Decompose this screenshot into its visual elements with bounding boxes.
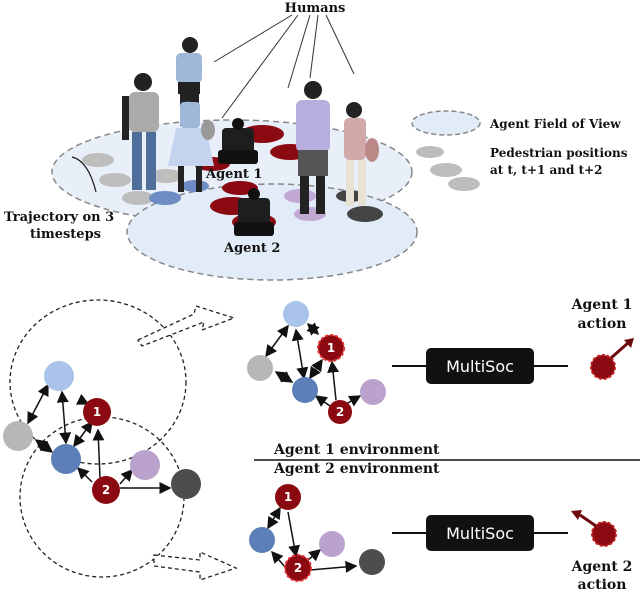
env1-node-gray xyxy=(247,355,273,381)
robot-agent2 xyxy=(234,188,274,236)
env2-node-purple xyxy=(319,531,345,557)
agent2-env-label: Agent 2 environment xyxy=(273,461,440,477)
trajectory-bracket xyxy=(71,156,97,193)
node-agent1 xyxy=(83,398,111,426)
agent1-scene-label: Agent 1 xyxy=(205,167,262,182)
node-blue xyxy=(51,444,81,474)
agent1-graph-fov xyxy=(9,299,187,465)
legend-pedestrian-label-1: Pedestrian positions xyxy=(490,146,628,160)
multisoc-box-top xyxy=(426,348,534,384)
env1-node-agent1 xyxy=(317,334,345,362)
multisoc-top-label: MultiSoc xyxy=(446,357,514,376)
robot-agent1 xyxy=(218,118,258,164)
env2-node-agent2 xyxy=(284,554,312,582)
node-agent2-label: 2 xyxy=(102,483,110,497)
env2-node-agent2-label: 2 xyxy=(294,561,302,575)
env2-node-agent1-label: 1 xyxy=(284,490,292,504)
agent2-scene-label: Agent 2 xyxy=(223,241,280,256)
node-purple xyxy=(130,450,160,480)
agent2-action-label-1: Agent 2 xyxy=(571,559,633,575)
legend-fov-label: Agent Field of View xyxy=(489,117,621,131)
env1-node-light-blue xyxy=(283,301,309,327)
env2-node-blue xyxy=(249,527,275,553)
agent1-action-label-1: Agent 1 xyxy=(571,297,633,313)
node-gray xyxy=(3,421,33,451)
agent2-action-label-2: action xyxy=(578,577,627,591)
env2-node-agent1 xyxy=(275,484,301,510)
human-figure-2 xyxy=(122,73,159,190)
env2-node-dark xyxy=(359,549,385,575)
human-figure-3 xyxy=(168,84,215,192)
multisoc-box-bottom xyxy=(426,515,534,551)
legend-fov-icon xyxy=(411,110,481,136)
agent1-action-label-2: action xyxy=(578,316,627,332)
env1-node-purple xyxy=(360,379,386,405)
node-light-blue xyxy=(44,361,74,391)
legend-pedestrian-label-2: at t, t+1 and t+2 xyxy=(490,163,603,177)
agent1-env-label: Agent 1 environment xyxy=(273,442,440,458)
pedestrian-trajectory-dots xyxy=(82,146,480,205)
agent1-env-graph: 1 2 xyxy=(247,301,386,424)
env1-node-agent2-label: 2 xyxy=(336,405,344,419)
human-figure-4 xyxy=(296,81,330,214)
node-agent1-label: 1 xyxy=(93,405,101,419)
humans-pointer-lines xyxy=(213,14,355,119)
human-figure-5 xyxy=(344,102,379,206)
multisoc-bottom-label: MultiSoc xyxy=(446,524,514,543)
split-arrows xyxy=(137,305,238,581)
env1-node-agent1-label: 1 xyxy=(327,341,335,355)
agent1-action-icon xyxy=(590,338,634,380)
env1-node-agent2 xyxy=(328,400,352,424)
env1-node-blue xyxy=(292,377,318,403)
trajectory-label-2: timesteps xyxy=(30,227,101,242)
agent2-env-graph: 1 2 xyxy=(249,484,385,582)
agent2-action-icon xyxy=(571,510,617,547)
node-agent2 xyxy=(92,476,120,504)
combined-graph: 1 2 xyxy=(3,299,201,578)
scene-illustration xyxy=(51,14,480,281)
node-dark xyxy=(171,469,201,499)
trajectory-label-1: Trajectory on 3 xyxy=(4,210,114,225)
humans-label: Humans xyxy=(285,1,346,16)
